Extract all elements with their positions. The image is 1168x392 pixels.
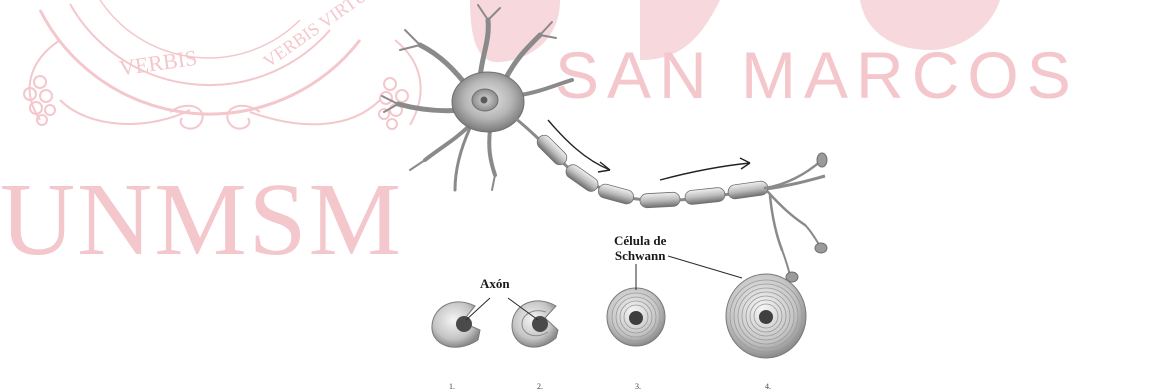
stage-2-cross-section [512,301,558,347]
axon-label: Axón [480,276,510,291]
stage-number-1: 1. [449,383,455,391]
stage-3-cross-section [607,288,665,346]
stage-number-2: 2. [537,383,543,391]
stage-number-4: 4. [765,383,771,391]
nucleolus [481,97,488,104]
schwann-label-line-2: Schwann [614,248,666,263]
stage-1-cross-section [432,302,480,347]
schwann-label-line-1: Célula de [614,233,666,248]
stage-number-3: 3. [635,383,641,391]
schwann-cell-label: Célula de Schwann [614,233,666,263]
stage-4-cross-section [726,274,806,358]
axon-terminals [765,153,827,282]
myelinated-axon [515,118,825,208]
